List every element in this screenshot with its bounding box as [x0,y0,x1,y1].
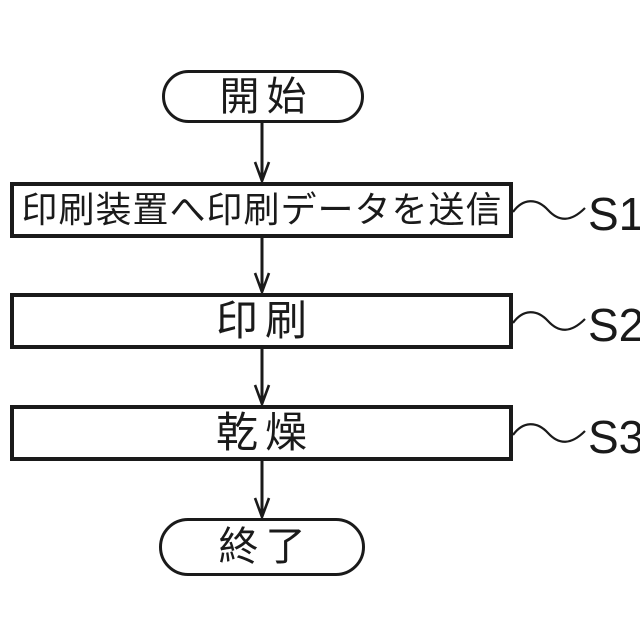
arrow-s2-to-s3 [253,349,271,408]
end-terminal: 終了 [159,518,365,576]
start-terminal: 開始 [162,70,364,123]
start-terminal-label: 開始 [219,74,314,119]
process-box-print: 印刷 [10,293,513,349]
process-box-label: 印刷装置へ印刷データを送信 [21,189,503,230]
wavy-connector-s1 [512,200,586,220]
step-id-s2: S2 [588,299,640,351]
wavy-connector-s3 [512,423,586,443]
process-box-send-print-data: 印刷装置へ印刷データを送信 [10,182,513,238]
process-box-dry: 乾燥 [10,405,513,461]
arrow-start-to-s1 [253,123,271,185]
process-box-label: 乾燥 [215,409,314,456]
end-terminal-label: 終了 [218,525,313,569]
wavy-connector-s2 [512,311,586,331]
step-id-s1: S1 [588,188,640,240]
arrow-s1-to-s2 [253,238,271,296]
process-box-label: 印刷 [215,297,314,344]
arrow-s3-to-end [253,461,271,521]
step-id-s3: S3 [588,411,640,463]
